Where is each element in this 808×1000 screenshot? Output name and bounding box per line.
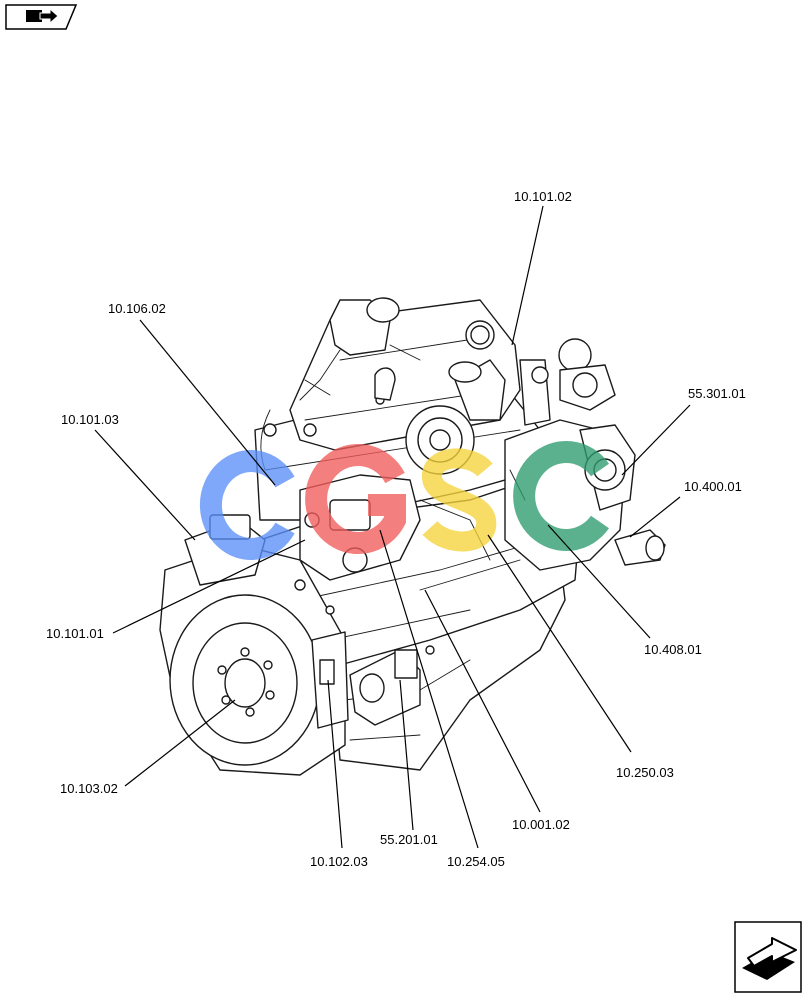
leader-10.408.01: [547, 524, 651, 639]
leader-55.201.01: [399, 679, 414, 831]
watermark: [199, 441, 609, 560]
leader-10.101.03: [94, 429, 196, 541]
next-page-button[interactable]: [734, 921, 802, 993]
callout-10.254.05: 10.254.05: [447, 854, 505, 869]
callout-10.408.01: 10.408.01: [644, 642, 702, 657]
leader-10.400.01: [629, 496, 681, 538]
watermark-letter-c2: [513, 441, 609, 551]
callout-10.101.02: 10.101.02: [514, 189, 572, 204]
leader-55.301.01: [621, 404, 691, 476]
callout-10.106.02: 10.106.02: [108, 301, 166, 316]
callout-10.400.01: 10.400.01: [684, 479, 742, 494]
leader-10.254.05: [379, 529, 479, 849]
watermark-letter-s: [422, 448, 497, 552]
leader-10.101.02: [511, 205, 544, 346]
callout-labels: 10.101.02 10.106.02 10.101.03 55.301.01 …: [46, 189, 746, 869]
leader-10.101.01: [112, 539, 306, 634]
top-nav-tab[interactable]: [5, 4, 78, 30]
callout-55.201.01: 55.201.01: [380, 832, 438, 847]
watermark-letter-c1: [199, 450, 295, 560]
leader-10.103.02: [124, 699, 236, 787]
leader-10.102.03: [327, 679, 343, 849]
callout-55.301.01: 55.301.01: [688, 386, 746, 401]
book-arrow-icon: [26, 7, 59, 25]
leader-10.106.02: [139, 319, 276, 486]
callout-10.101.03: 10.101.03: [61, 412, 119, 427]
leader-10.250.03: [487, 534, 632, 753]
callout-10.103.02: 10.103.02: [60, 781, 118, 796]
leader-lines: [94, 205, 691, 849]
callout-10.101.01: 10.101.01: [46, 626, 104, 641]
next-page-arrow-icon: [742, 937, 797, 980]
leader-10.001.02: [424, 589, 541, 813]
callout-10.102.03: 10.102.03: [310, 854, 368, 869]
watermark-letter-g: [305, 444, 406, 554]
callout-10.001.02: 10.001.02: [512, 817, 570, 832]
callout-10.250.03: 10.250.03: [616, 765, 674, 780]
